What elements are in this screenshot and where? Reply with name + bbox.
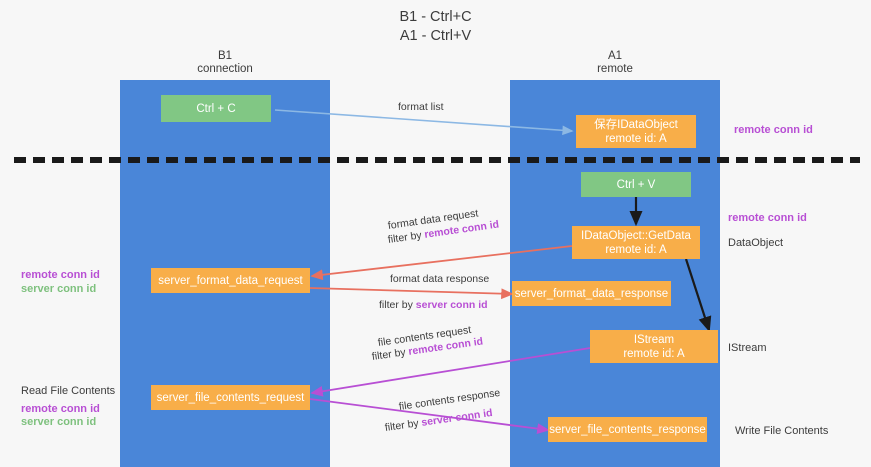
title-line-2: A1 - Ctrl+V: [399, 28, 472, 44]
left-label-read-file-contents-text: Read File Contents: [21, 385, 116, 397]
left-label-low-server-conn-id-text: server conn id: [21, 416, 97, 428]
box-istream[interactable]: IStream remote id: A: [590, 330, 718, 363]
box-ctrl-v[interactable]: Ctrl + V: [581, 172, 691, 197]
arrow-label-file-contents-response-filter-prefix: filter by: [384, 416, 423, 434]
arrow-label-format-data-request-filter-prefix: filter by: [387, 228, 426, 246]
box-server-file-contents-request[interactable]: server_file_contents_request: [151, 385, 310, 410]
box-ctrl-v-label: Ctrl + V: [616, 178, 656, 191]
title-line-1: B1 - Ctrl+C: [399, 9, 472, 25]
column-header-a1-name: A1: [607, 50, 623, 62]
left-label-mid-server-conn-id-text: server conn id: [21, 283, 97, 295]
column-header-b1-name: B1: [217, 50, 233, 62]
box-save-idataobject[interactable]: 保存IDataObject remote id: A: [576, 115, 696, 148]
box-getdata-line1: IDataObject::GetData: [581, 229, 691, 242]
box-server-format-data-request-label: server_format_data_request: [158, 274, 303, 287]
box-server-format-data-response[interactable]: server_format_data_response: [512, 281, 671, 306]
column-header-b1: B1 connection: [120, 50, 330, 76]
right-label-write-file-contents: Write File Contents: [735, 425, 829, 437]
box-istream-line2: remote id: A: [623, 347, 685, 360]
arrow-label-file-contents-request-filter-prefix: filter by: [371, 345, 410, 363]
box-ctrl-c[interactable]: Ctrl + C: [161, 95, 271, 122]
left-label-low-remote-conn-id-text: remote conn id: [21, 403, 100, 415]
box-save-idataobject-line2: remote id: A: [605, 132, 667, 145]
arrow-label-format-data-response-text: format data response: [390, 273, 490, 285]
arrow-label-format-data-response-filter-key: server conn id: [415, 299, 488, 311]
box-idataobject-getdata[interactable]: IDataObject::GetData remote id: A: [572, 226, 700, 259]
box-ctrl-c-label: Ctrl + C: [196, 102, 236, 115]
diagram-title: B1 - Ctrl+C A1 - Ctrl+V: [0, 8, 871, 46]
arrow-label-format-data-response-filter-prefix: filter by: [379, 299, 416, 311]
box-getdata-line2: remote id: A: [605, 243, 667, 256]
left-label-low-server-conn-id: server conn id: [21, 415, 96, 429]
arrow-label-format-list: format list: [398, 100, 444, 114]
arrow-label-format-data-response-filter: filter by server conn id: [379, 298, 488, 312]
box-server-file-contents-request-label: server_file_contents_request: [156, 391, 305, 404]
right-label-istream: IStream: [728, 342, 767, 354]
right-label-dataobject: DataObject: [728, 237, 784, 249]
box-server-format-data-request[interactable]: server_format_data_request: [151, 268, 310, 293]
left-label-mid-remote-conn-id: remote conn id: [21, 268, 100, 282]
column-header-a1: A1 remote: [510, 50, 720, 76]
left-label-read-file-contents: Read File Contents: [21, 384, 115, 398]
column-header-a1-sub: remote: [597, 63, 633, 75]
right-label-top-remote-conn-id: remote conn id: [734, 124, 813, 136]
right-label-mid-remote-conn-id: remote conn id: [728, 212, 807, 224]
box-server-file-contents-response-label: server_file_contents_response: [549, 423, 706, 436]
arrow-label-format-data-response: format data response: [390, 272, 489, 286]
arrow-label-file-contents-response-filter-key: server conn id: [420, 406, 494, 429]
arrow-format-data-response: [309, 287, 514, 300]
column-header-b1-sub: connection: [197, 63, 253, 75]
left-label-low-remote-conn-id: remote conn id: [21, 402, 100, 416]
left-label-mid-server-conn-id: server conn id: [21, 282, 96, 296]
box-save-idataobject-line1: 保存IDataObject: [594, 118, 678, 131]
box-istream-line1: IStream: [633, 333, 675, 346]
arrow-label-format-list-text: format list: [398, 101, 444, 113]
box-server-file-contents-response[interactable]: server_file_contents_response: [548, 417, 707, 442]
left-label-mid-remote-conn-id-text: remote conn id: [21, 269, 100, 281]
box-server-format-data-response-label: server_format_data_response: [514, 287, 669, 300]
